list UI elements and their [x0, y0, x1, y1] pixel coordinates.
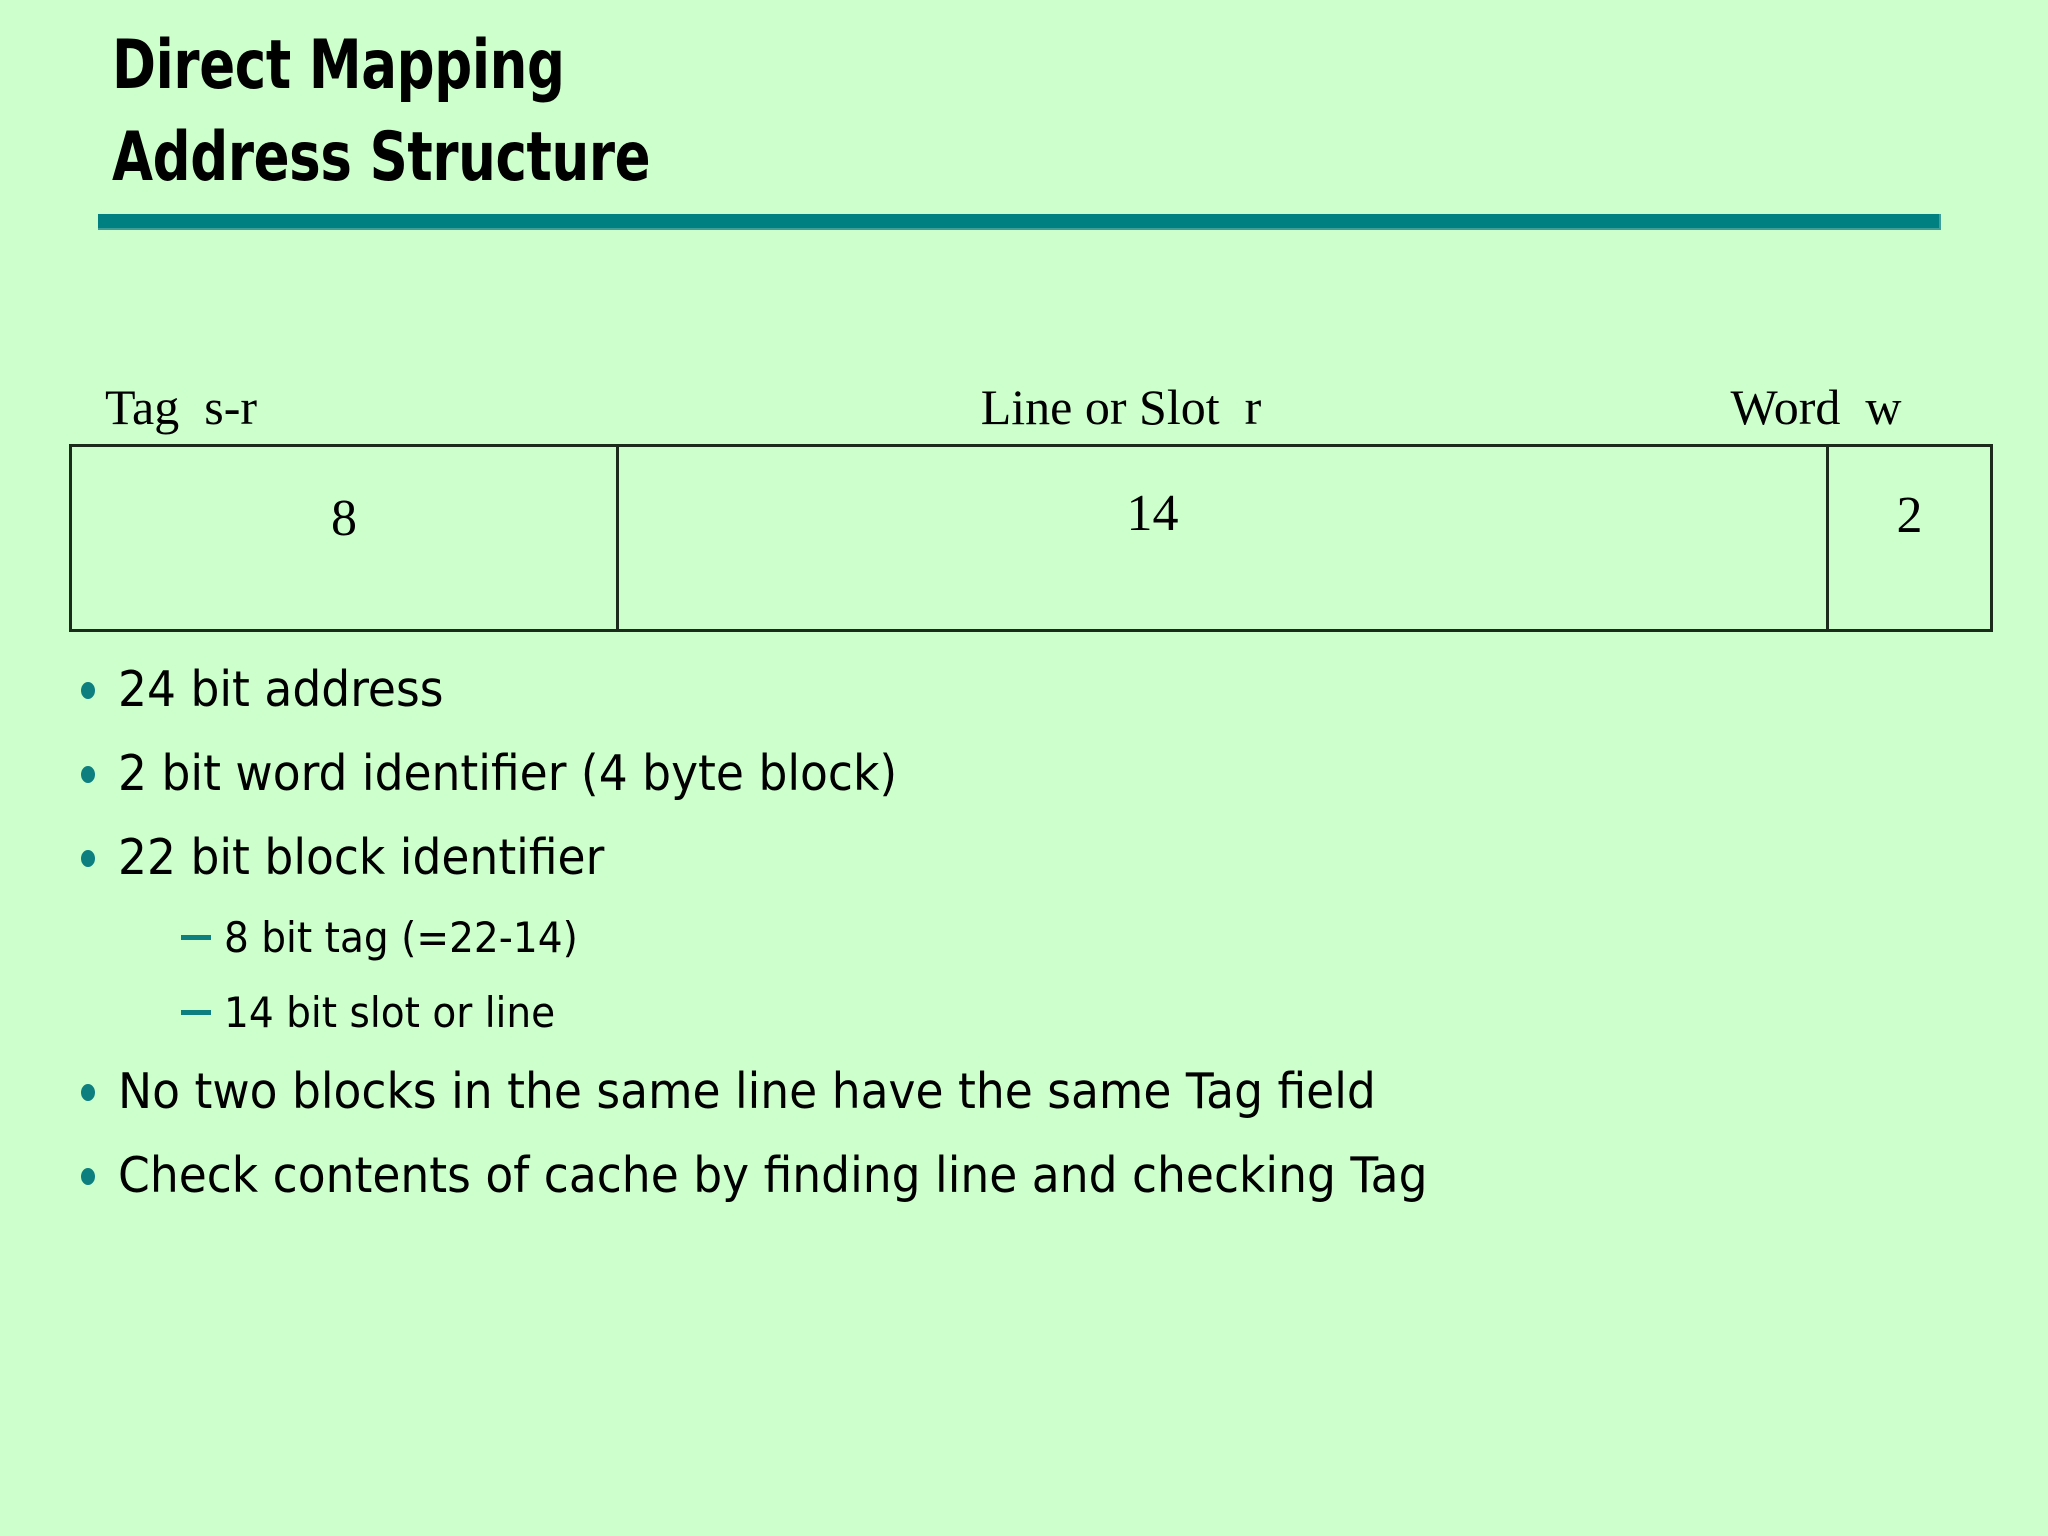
- title-line-2: Address Structure: [112, 118, 651, 197]
- address-field-labels: Tag s-r Line or Slot r Word w: [69, 370, 1993, 444]
- bullet-item: Check contents of cache by finding line …: [58, 1134, 1998, 1218]
- bullet-dot-icon: [58, 816, 118, 900]
- bullet-dash-icon: [168, 900, 224, 975]
- bullet-text: 2 bit word identifier (4 byte block): [118, 745, 898, 802]
- bullet-text: 24 bit address: [118, 661, 444, 718]
- field-bits-line-or-slot-value: 14: [1126, 484, 1179, 542]
- bullet-dot-icon: [58, 732, 118, 816]
- slide-title: Direct Mapping Address Structure: [112, 20, 1972, 204]
- title-line-1: Direct Mapping: [112, 26, 565, 105]
- bullet-dash-glyph: [181, 935, 211, 940]
- field-label-line-or-slot: Line or Slot r: [980, 379, 1262, 435]
- bullet-item: 8 bit tag (=22-14): [168, 900, 1998, 975]
- bullet-dot-glyph: [81, 1083, 95, 1101]
- field-bits-tag: 8: [72, 447, 619, 629]
- bullet-dot-glyph: [81, 1167, 95, 1185]
- bullet-text: 14 bit slot or line: [224, 988, 556, 1037]
- title-underline-bar: [98, 214, 1941, 230]
- bullet-item: 24 bit address: [58, 648, 1998, 732]
- field-label-tag: Tag s-r: [105, 379, 258, 435]
- bullet-text: Check contents of cache by finding line …: [118, 1147, 1428, 1204]
- bullet-list: 24 bit address 2 bit word identifier (4 b…: [58, 648, 1998, 1218]
- address-field-widths-row: 8 14 2: [69, 444, 1993, 632]
- bullet-dot-icon: [58, 1050, 118, 1134]
- field-bits-line-or-slot: 14: [619, 447, 1829, 629]
- bullet-dot-icon: [58, 648, 118, 732]
- field-bits-word: 2: [1896, 486, 1923, 544]
- bullet-dot-glyph: [81, 849, 95, 867]
- bullet-dot-icon: [58, 1134, 118, 1218]
- bullet-dot-glyph: [81, 681, 95, 699]
- bullet-item: 14 bit slot or line: [168, 975, 1998, 1050]
- address-structure-table: Tag s-r Line or Slot r Word w 8 14 2: [69, 370, 1993, 632]
- bullet-dot-glyph: [81, 765, 95, 783]
- field-label-word: Word w: [1730, 379, 1902, 435]
- bullet-text: 8 bit tag (=22-14): [224, 913, 578, 962]
- bullet-dash-icon: [168, 975, 224, 1050]
- bullet-item: No two blocks in the same line have the …: [58, 1050, 1998, 1134]
- bullet-dash-glyph: [181, 1010, 211, 1015]
- bullet-text: No two blocks in the same line have the …: [118, 1063, 1376, 1120]
- bullet-text: 22 bit block identifier: [118, 829, 605, 886]
- bullet-item: 22 bit block identifier: [58, 816, 1998, 900]
- bullet-item: 2 bit word identifier (4 byte block): [58, 732, 1998, 816]
